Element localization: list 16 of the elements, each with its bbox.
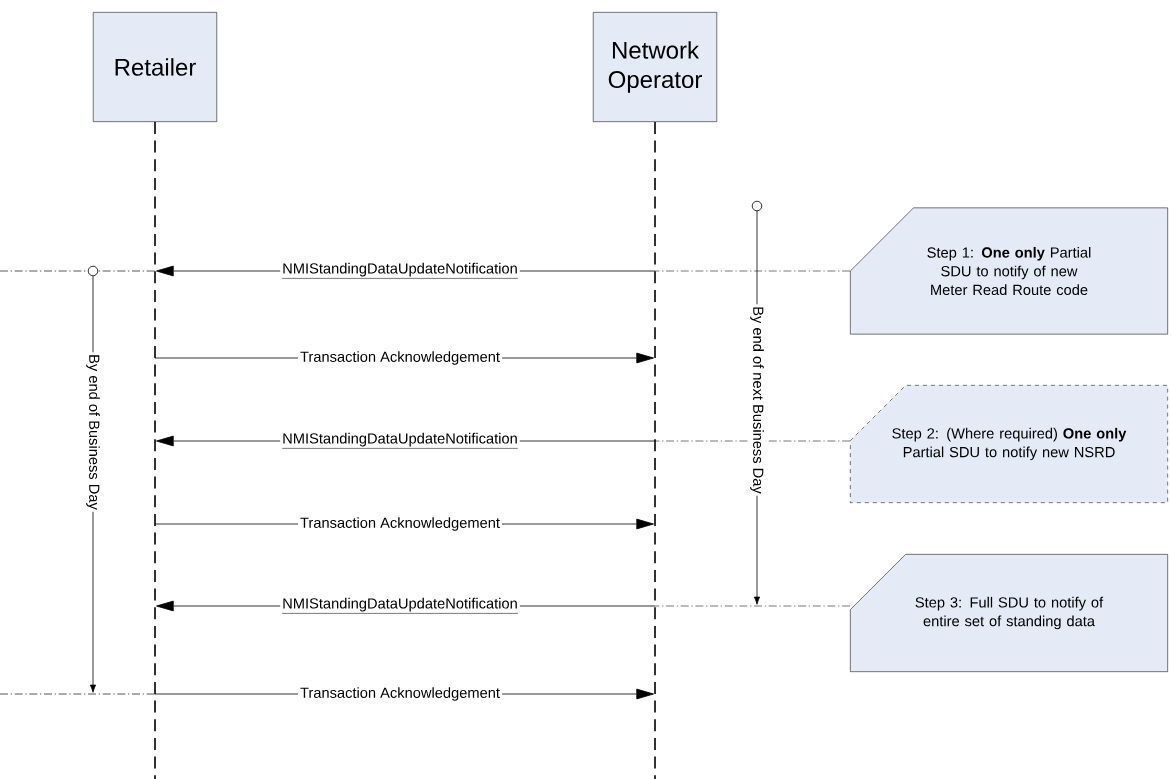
- edge-label: NMIStandingDataUpdateNotification: [280, 260, 520, 282]
- participant-box: Retailer: [92, 12, 218, 122]
- participant-box: Network Operator: [592, 12, 718, 122]
- duration-label: By end of Business Day: [84, 352, 102, 512]
- leader-line: [654, 605, 851, 607]
- note-box: Step 2: (Where required) One only Partial SDU to notify new NSRD: [850, 385, 1168, 503]
- edge-label: NMIStandingDataUpdateNotification: [280, 595, 520, 617]
- edge-label: Transaction Acknowledgement: [298, 349, 502, 367]
- edge-label: NMIStandingDataUpdateNotification: [280, 430, 520, 452]
- leader-line: [654, 270, 851, 272]
- note-box: Step 3: Full SDU to notify of entire set of standing data: [850, 554, 1168, 672]
- note-box: Step 1: One only Partial SDU to notify of new Meter Read Route code: [850, 207, 1168, 335]
- duration-label: By end of next Business Day: [748, 304, 766, 496]
- leader-line: [654, 440, 851, 442]
- edge-label: Transaction Acknowledgement: [298, 515, 502, 533]
- edge-label: Transaction Acknowledgement: [298, 685, 502, 703]
